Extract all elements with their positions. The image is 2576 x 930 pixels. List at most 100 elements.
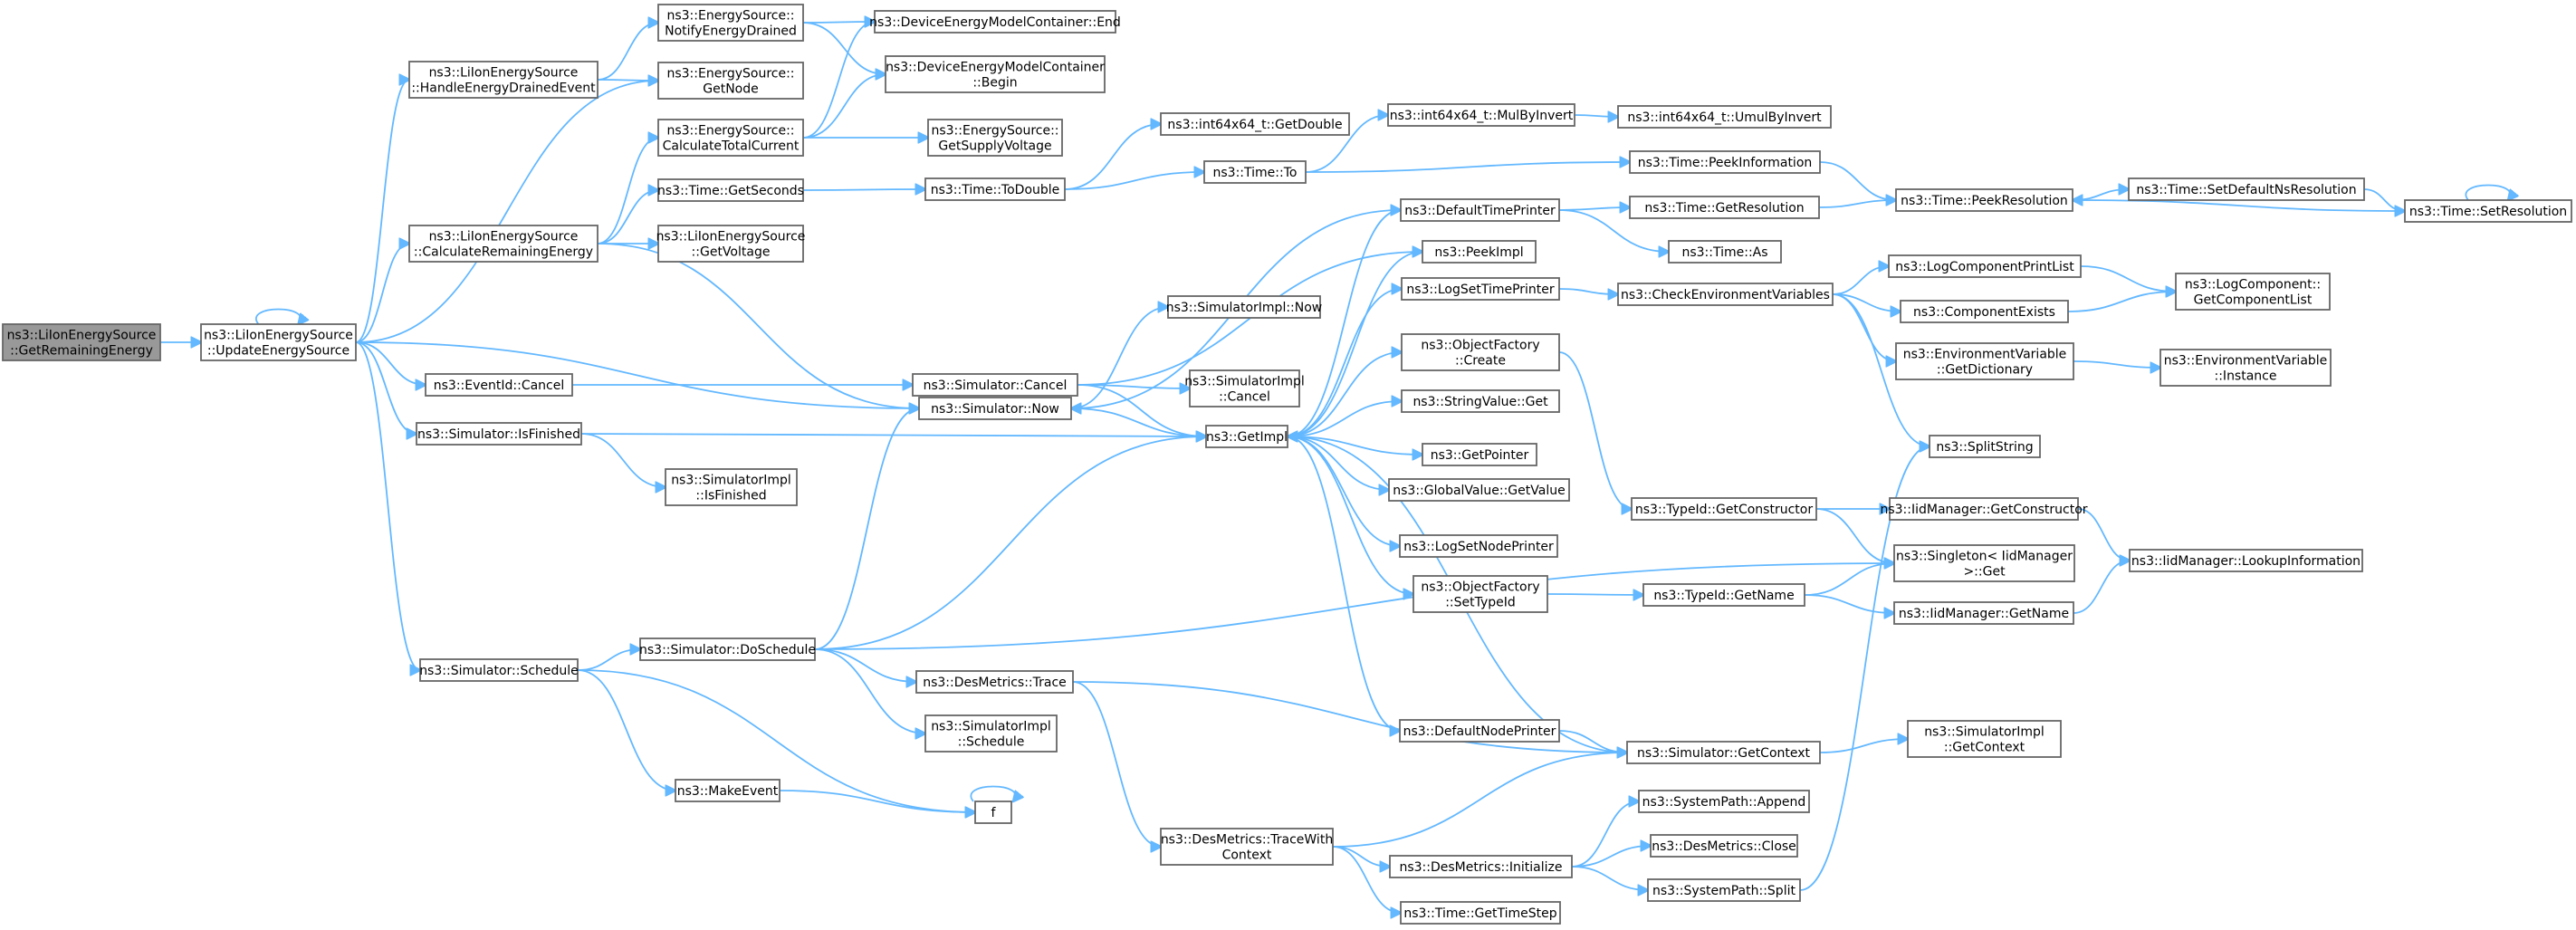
edge-ttd-to-i64d: [1064, 124, 1161, 190]
node-label: ns3::int64x64_t::GetDouble: [1167, 118, 1342, 132]
node-box: [1160, 828, 1334, 866]
node-box: [1160, 112, 1350, 136]
node-tsr[interactable]: ns3::Time::SetResolution: [2404, 199, 2572, 223]
node-cev[interactable]: ns3::CheckEnvironmentVariables: [1617, 283, 1834, 306]
node-imgn[interactable]: ns3::IidManager::GetName: [1893, 601, 2074, 625]
node-sigc[interactable]: ns3::SimulatorImpl::GetContext: [1907, 720, 2062, 758]
node-dme[interactable]: ns3::DeviceEnergyModelContainer::End: [869, 10, 1121, 34]
node-label: ::Schedule: [958, 735, 1025, 750]
node-sif[interactable]: ns3::Simulator::IsFinished: [416, 422, 582, 446]
node-box: [1400, 198, 1560, 222]
edge-cex-to-lcgc: [2067, 292, 2176, 312]
node-box: [1626, 741, 1821, 764]
node-gvg[interactable]: ns3::GlobalValue::GetValue: [1388, 478, 1570, 502]
node-label: ns3::IidManager::LookupInformation: [2131, 554, 2361, 569]
node-label: ns3::DefaultTimePrinter: [1404, 204, 1556, 218]
node-gptr[interactable]: ns3::GetPointer: [1422, 443, 1537, 466]
node-i64m[interactable]: ns3::int64x64_t::MulByInvert: [1387, 103, 1575, 127]
node-sget[interactable]: ns3::Singleton< IidManager>::Get: [1893, 544, 2075, 582]
node-tpr[interactable]: ns3::Time::PeekResolution: [1895, 188, 2073, 212]
node-ofc[interactable]: ns3::ObjectFactory::Create: [1401, 333, 1560, 371]
node-sin[interactable]: ns3::SimulatorImpl::IsFinished: [665, 468, 798, 506]
node-gimpl[interactable]: ns3::GetImpl: [1205, 425, 1288, 448]
node-imgc[interactable]: ns3::IidManager::GetConstructor: [1880, 497, 2088, 521]
node-tto[interactable]: ns3::Time::To: [1203, 160, 1307, 184]
node-sds[interactable]: ns3::Simulator::DoSchedule: [639, 638, 816, 661]
node-label: ::GetContext: [1944, 741, 2025, 755]
node-dmi[interactable]: ns3::DesMetrics::Initialize: [1389, 855, 1573, 878]
edge-dnp-to-sgc: [1558, 730, 1627, 753]
node-cex[interactable]: ns3::ComponentExists: [1900, 300, 2069, 323]
node-ned[interactable]: ns3::EnergySource::NotifyEnergyDrained: [657, 4, 804, 42]
node-split[interactable]: ns3::SplitString: [1929, 435, 2041, 458]
node-sinow[interactable]: ns3::SimulatorImpl::Now: [1166, 295, 1323, 319]
node-tas[interactable]: ns3::Time::As: [1668, 240, 1782, 264]
node-egn[interactable]: ns3::EnergySource::GetNode: [657, 62, 804, 100]
node-i64d[interactable]: ns3::int64x64_t::GetDouble: [1160, 112, 1350, 136]
node-i64u[interactable]: ns3::int64x64_t::UmulByInvert: [1617, 105, 1832, 129]
edge-tgn-to-sget: [1804, 563, 1894, 596]
node-tpi[interactable]: ns3::Time::PeekInformation: [1629, 150, 1821, 174]
node-ssc[interactable]: ns3::Simulator::Schedule: [419, 658, 579, 682]
node-sican[interactable]: ns3::SimulatorImpl::Cancel: [1184, 369, 1305, 407]
node-ctc[interactable]: ns3::EnergySource::CalculateTotalCurrent: [657, 119, 804, 157]
node-label: ns3::DesMetrics::Initialize: [1399, 860, 1562, 875]
node-evi[interactable]: ns3::EnvironmentVariable::Instance: [2159, 349, 2332, 387]
edge-ctc-to-dmb: [802, 74, 886, 139]
node-dnp[interactable]: ns3::DefaultNodePrinter: [1399, 719, 1560, 743]
node-root[interactable]: ns3::LiIonEnergySource::GetRemainingEner…: [2, 323, 161, 361]
node-imli[interactable]: ns3::IidManager::LookupInformation: [2129, 549, 2363, 572]
node-lsnp[interactable]: ns3::LogSetNodePrinter: [1399, 534, 1558, 558]
node-dmc[interactable]: ns3::DesMetrics::Close: [1650, 834, 1798, 858]
node-hed[interactable]: ns3::LiIonEnergySource::HandleEnergyDrai…: [408, 61, 599, 99]
node-dtp[interactable]: ns3::DefaultTimePrinter: [1400, 198, 1560, 222]
node-box: [657, 178, 804, 202]
node-lcgc[interactable]: ns3::LogComponent::GetComponentList: [2175, 273, 2331, 311]
node-box: [639, 638, 816, 661]
node-box: [2175, 273, 2331, 311]
node-gsv[interactable]: ns3::EnergySource::GetSupplyVoltage: [927, 119, 1063, 157]
node-lstp[interactable]: ns3::LogSetTimePrinter: [1401, 277, 1560, 301]
node-snow[interactable]: ns3::Simulator::Now: [918, 397, 1072, 420]
edge-ssc-to-sds: [577, 649, 640, 671]
node-ues[interactable]: ns3::LiIonEnergySource::UpdateEnergySour…: [200, 323, 357, 361]
node-label: ns3::IidManager::GetConstructor: [1880, 503, 2087, 517]
node-tgc[interactable]: ns3::TypeId::GetConstructor: [1631, 497, 1817, 521]
node-lcpl[interactable]: ns3::LogComponentPrintList: [1888, 254, 2082, 278]
node-sgc[interactable]: ns3::Simulator::GetContext: [1626, 741, 1821, 764]
edge-cre-to-snow: [597, 243, 919, 408]
node-dmb[interactable]: ns3::DeviceEnergyModelContainer::Begin: [885, 55, 1106, 93]
node-scan[interactable]: ns3::Simulator::Cancel: [912, 373, 1078, 397]
node-f[interactable]: f: [974, 801, 1012, 824]
node-ttd[interactable]: ns3::Time::ToDouble: [924, 177, 1066, 201]
node-tgts[interactable]: ns3::Time::GetTimeStep: [1400, 901, 1561, 925]
node-label: ns3::DesMetrics::Trace: [923, 676, 1067, 690]
node-box: [1888, 254, 2082, 278]
node-spa[interactable]: ns3::SystemPath::Append: [1638, 790, 1810, 813]
node-ofst[interactable]: ns3::ObjectFactory::SetTypeId: [1412, 575, 1548, 613]
node-evgd[interactable]: ns3::EnvironmentVariable::GetDictionary: [1895, 342, 2074, 380]
node-dmt[interactable]: ns3::DesMetrics::Trace: [915, 670, 1074, 694]
node-label: ns3::GetPointer: [1431, 448, 1529, 463]
node-box: [1631, 497, 1817, 521]
node-tgr[interactable]: ns3::Time::GetResolution: [1629, 196, 1820, 219]
node-tgs[interactable]: ns3::Time::GetSeconds: [657, 178, 804, 202]
node-box: [1895, 188, 2073, 212]
node-box: [974, 801, 1012, 824]
edges-layer: [159, 22, 2511, 913]
node-tgn[interactable]: ns3::TypeId::GetName: [1642, 583, 1805, 607]
node-box: [1401, 333, 1560, 371]
node-label: ns3::LiIonEnergySource: [429, 230, 579, 244]
node-pimpl[interactable]: ns3::PeekImpl: [1422, 240, 1537, 264]
node-label: ns3::Simulator::Cancel: [924, 379, 1068, 393]
node-cre[interactable]: ns3::LiIonEnergySource::CalculateRemaini…: [408, 225, 599, 263]
node-sisch[interactable]: ns3::SimulatorImpl::Schedule: [924, 714, 1058, 753]
node-svg[interactable]: ns3::StringValue::Get: [1401, 389, 1560, 413]
node-mev[interactable]: ns3::MakeEvent: [675, 779, 780, 802]
node-label: ns3::EnergySource::: [666, 67, 794, 81]
node-tsdr[interactable]: ns3::Time::SetDefaultNsResolution: [2128, 177, 2365, 201]
node-evc[interactable]: ns3::EventId::Cancel: [425, 373, 573, 397]
node-sps[interactable]: ns3::SystemPath::Split: [1647, 878, 1801, 902]
node-lgv[interactable]: ns3::LiIonEnergySource::GetVoltage: [656, 225, 806, 263]
